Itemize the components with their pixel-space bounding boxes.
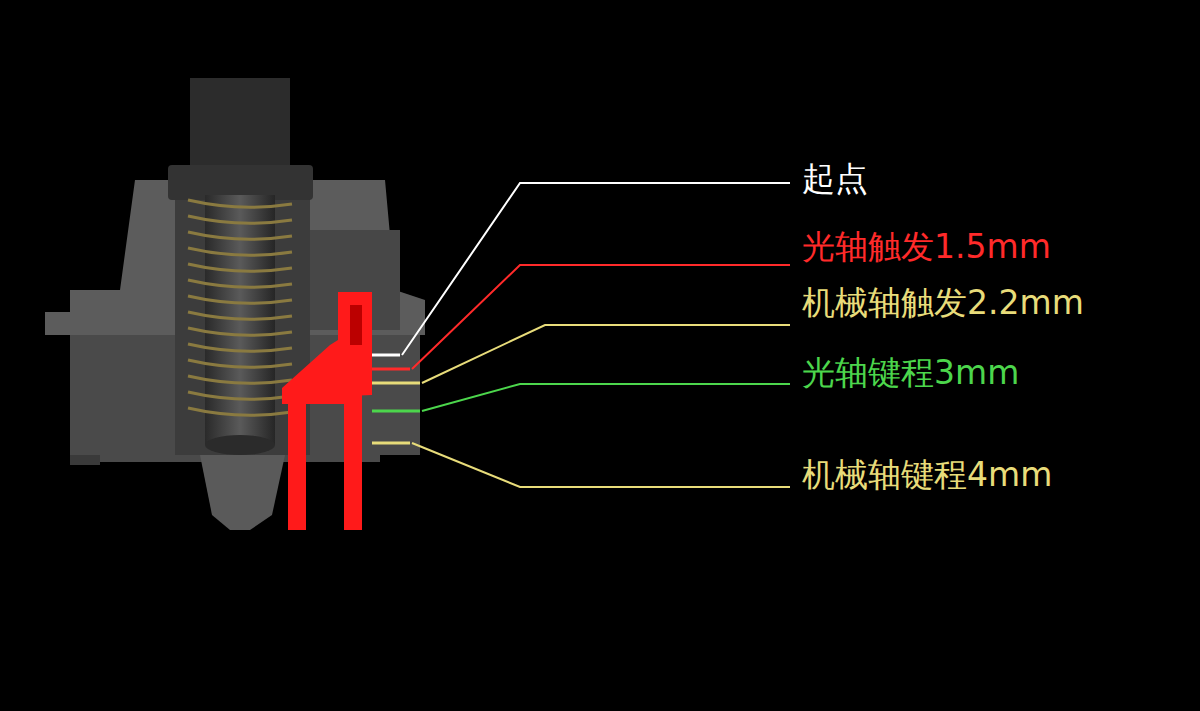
leaf-contact: [282, 292, 372, 530]
coil-turn: [188, 248, 292, 255]
level-label: 光轴触发1.5mm: [800, 230, 1053, 263]
coil-turn: [188, 232, 292, 239]
coil-turn: [188, 312, 292, 319]
center-post: [200, 455, 285, 530]
level-label: 机械轴触发2.2mm: [800, 286, 1086, 319]
coil-turn: [188, 264, 292, 271]
coil-turn: [188, 328, 292, 335]
leaf-notch: [350, 305, 362, 345]
level-label: 光轴键程3mm: [800, 356, 1021, 389]
coil-turn: [188, 296, 292, 303]
spring-coil: [188, 200, 292, 415]
coil-turn: [188, 344, 292, 351]
stem-end: [205, 435, 275, 455]
coil-turn: [188, 408, 292, 415]
coil-turn: [188, 392, 292, 399]
coil-turn: [188, 376, 292, 383]
coil-turn: [188, 216, 292, 223]
housing-foot: [70, 455, 100, 465]
level-label: 机械轴键程4mm: [800, 458, 1054, 491]
coil-turn: [188, 280, 292, 287]
coil-turn: [188, 360, 292, 367]
coil-turn: [188, 200, 292, 207]
leader-lines: [402, 183, 790, 487]
level-label: 起点: [800, 162, 870, 195]
stem-flange: [168, 165, 313, 200]
